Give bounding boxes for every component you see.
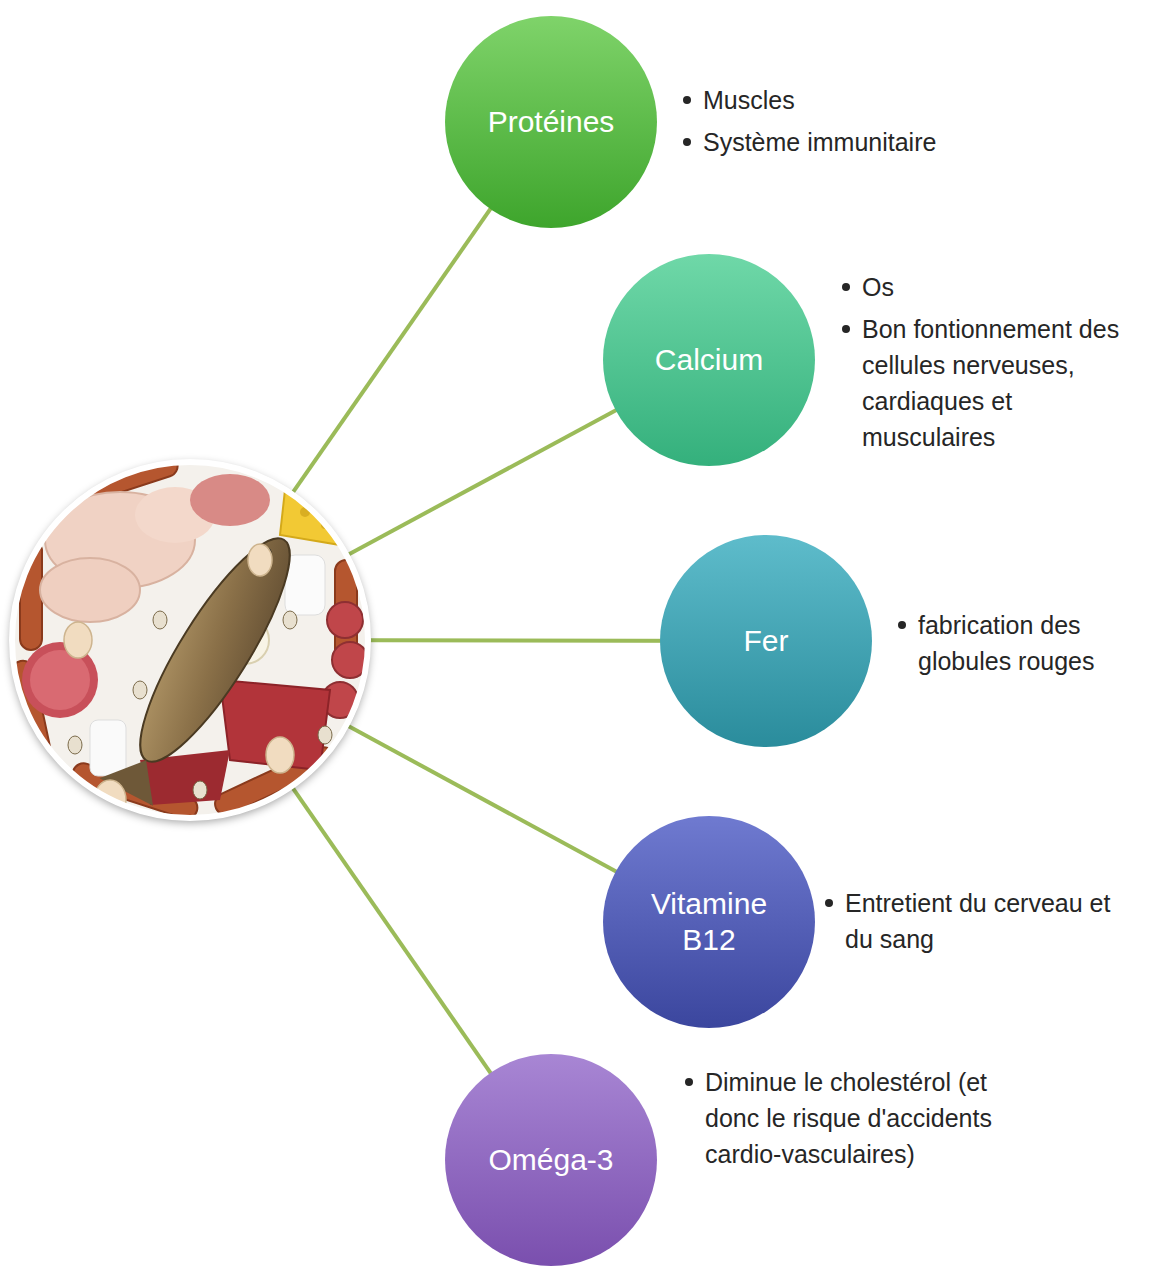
bullet-item: Bon fontionnement des cellules nerveuses… — [862, 311, 1144, 455]
bullet-dot — [683, 96, 691, 104]
bullet-text: Muscles — [703, 82, 1033, 118]
circle-text-holder: Vitamine B12 — [602, 815, 816, 1029]
bullet-dot — [683, 138, 691, 146]
circle-text-holder: Fer — [659, 534, 873, 748]
circle-title: Vitamine B12 — [629, 886, 789, 958]
bullet-item: Système immunitaire — [703, 124, 1033, 160]
bullet-text: Entretient du cerveau et du sang — [845, 885, 1145, 957]
circle-text-holder: Calcium — [602, 253, 816, 467]
bullet-item: fabrication des globules rouges — [918, 607, 1146, 679]
bullet-item: Diminue le cholestérol (et donc le risqu… — [705, 1064, 1005, 1172]
circle-title: Fer — [686, 623, 846, 659]
bullet-item: Entretient du cerveau et du sang — [845, 885, 1145, 957]
fer-circle: Fer — [659, 534, 873, 748]
bullet-dot — [825, 899, 833, 907]
bullet-dot — [685, 1078, 693, 1086]
bullet-dot — [842, 283, 850, 291]
bullet-item: Os — [862, 269, 1144, 305]
calcium-circle: Calcium — [602, 253, 816, 467]
omega-circle: Oméga-3 — [444, 1053, 658, 1267]
bullet-text: Système immunitaire — [703, 124, 1033, 160]
circle-title: Protéines — [471, 104, 631, 140]
circle-text-holder: Protéines — [444, 15, 658, 229]
bullet-dot — [842, 325, 850, 333]
bullet-text: fabrication des globules rouges — [918, 607, 1146, 679]
bullet-text: Diminue le cholestérol (et donc le risqu… — [705, 1064, 1005, 1172]
proteines-circle: Protéines — [444, 15, 658, 229]
bullet-dot — [898, 621, 906, 629]
bullet-text: Os — [862, 269, 1144, 305]
circle-title: Oméga-3 — [471, 1142, 631, 1178]
circle-text-holder: Oméga-3 — [444, 1053, 658, 1267]
bullet-item: Muscles — [703, 82, 1033, 118]
vitamine-circle: Vitamine B12 — [602, 815, 816, 1029]
circle-title: Calcium — [629, 342, 789, 378]
circle-shape — [602, 815, 816, 1029]
bullet-text: Bon fontionnement des cellules nerveuses… — [862, 311, 1144, 455]
